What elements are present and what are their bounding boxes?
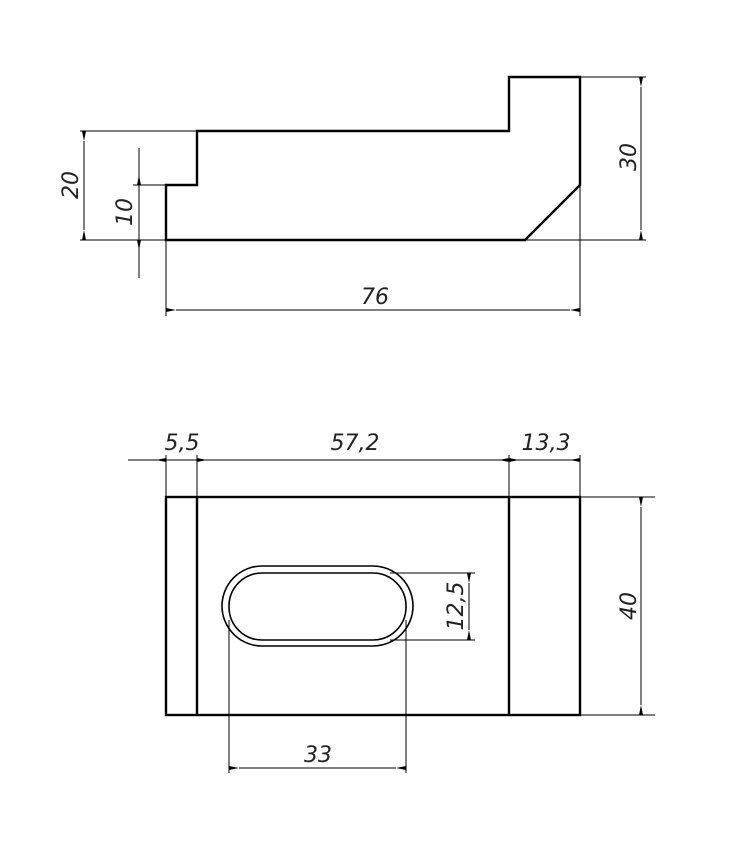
dim-30: 30: [617, 143, 642, 171]
dim-20: 20: [59, 171, 84, 199]
dim-57-2: 57,2: [331, 431, 380, 456]
dim-13-3: 13,3: [522, 431, 571, 456]
dim-33: 33: [304, 743, 332, 768]
slot-inner: [228, 572, 407, 641]
dim-40: 40: [617, 592, 642, 620]
dim-10: 10: [113, 198, 138, 226]
dim-5-5: 5,5: [165, 431, 200, 456]
slot-outer: [221, 565, 414, 647]
front-view: 20 10 30 76: [59, 75, 646, 316]
top-view: 5,5 57,2 13,3 40 12,5 33: [128, 431, 655, 773]
dim-12-5: 12,5: [444, 582, 469, 631]
dim-76: 76: [361, 285, 389, 310]
top-view-outline: [164, 495, 582, 717]
front-view-outline: [164, 75, 582, 242]
